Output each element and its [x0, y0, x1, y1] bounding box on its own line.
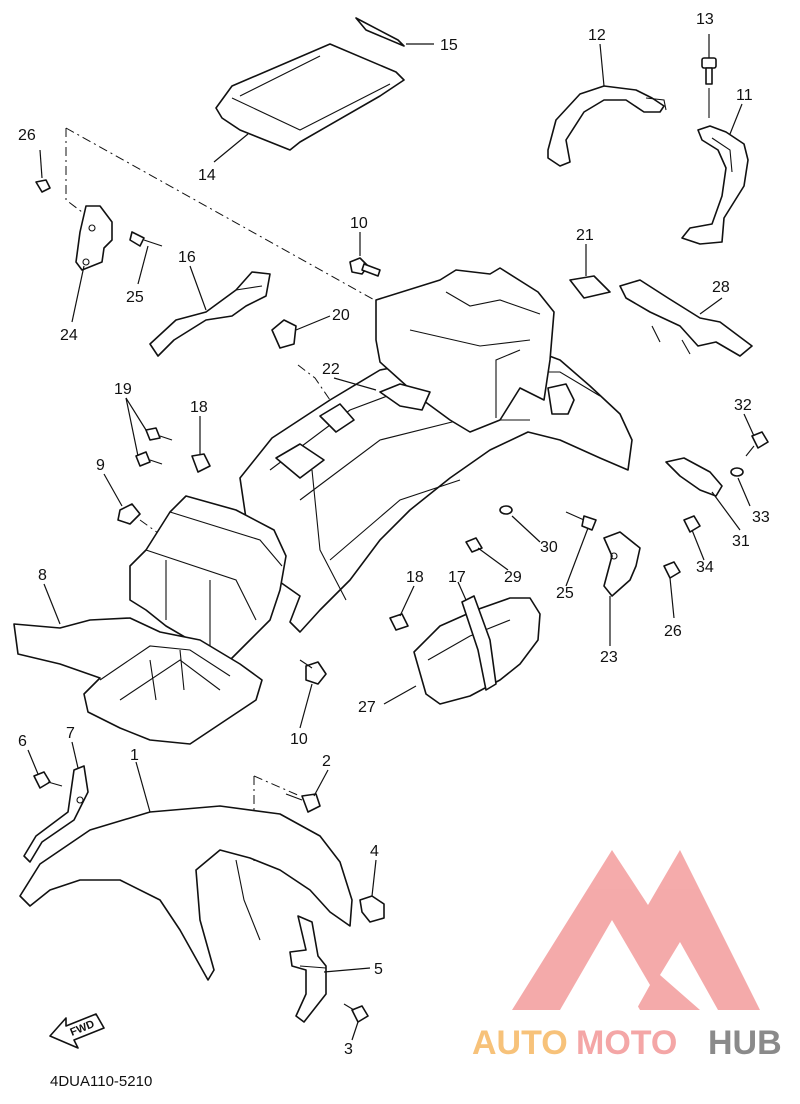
- part-3-bolt: [343, 1003, 369, 1023]
- callout-12: 12: [588, 27, 606, 44]
- part-10-bolt-top: [349, 257, 381, 277]
- watermark-text: AUTO MOTO HUB: [472, 1024, 782, 1062]
- watermark-auto: AUTO: [472, 1024, 568, 1062]
- part-34-nut: [683, 515, 701, 533]
- part-13-bolt: [701, 57, 717, 118]
- part-24-bracket-left: [75, 205, 113, 271]
- callout-1: 1: [130, 747, 139, 764]
- part-33-washer: [730, 467, 744, 477]
- part-14-pad: [215, 43, 405, 151]
- part-15-strip: [355, 17, 405, 47]
- watermark-moto: MOTO: [576, 1024, 677, 1062]
- callout-26-right: 26: [664, 623, 682, 640]
- part-26-nut-right: [663, 561, 681, 579]
- part-6-bolt: [33, 771, 63, 789]
- callout-18-right: 18: [406, 569, 424, 586]
- callout-8: 8: [38, 567, 47, 584]
- callout-33: 33: [752, 509, 770, 526]
- callout-3: 3: [344, 1041, 353, 1058]
- callout-11: 11: [736, 87, 753, 104]
- callout-30: 30: [540, 539, 558, 556]
- part-12-grab-handle: [547, 85, 667, 167]
- part-11-rear-handle: [681, 125, 749, 245]
- part-17-band: [461, 595, 497, 691]
- part-28-bracket: [619, 279, 753, 357]
- part-18-grommet-left: [191, 453, 211, 473]
- callout-5: 5: [374, 961, 383, 978]
- part-20-clip: [271, 319, 297, 349]
- leader-lines: [27, 34, 755, 1041]
- callout-2: 2: [322, 753, 331, 770]
- part-23-bracket-right: [603, 531, 641, 597]
- part-5-bracket: [289, 915, 327, 1023]
- part-4-collar: [359, 895, 385, 923]
- part-18-grommet-right: [389, 613, 409, 631]
- callout-23: 23: [600, 649, 618, 666]
- callouts: 15 14 13 12 11 26 25 24 16 10 20 21 28 2…: [18, 11, 770, 1058]
- callout-25-right: 25: [556, 585, 574, 602]
- callout-7: 7: [66, 725, 75, 742]
- callout-29: 29: [504, 569, 522, 586]
- callout-26-top: 26: [18, 127, 36, 144]
- callout-32: 32: [734, 397, 752, 414]
- watermark-hub: HUB: [708, 1024, 782, 1062]
- callout-28: 28: [712, 279, 730, 296]
- callout-16: 16: [178, 249, 196, 266]
- watermark-logo: [512, 850, 760, 1010]
- part-7-stay: [23, 765, 89, 863]
- part-2-bolt: [285, 793, 321, 813]
- part-25-screw-left: [129, 231, 163, 247]
- callout-10-lower: 10: [290, 731, 308, 748]
- rear-fender-assembly: [239, 267, 633, 633]
- part-19-screws: [135, 427, 173, 467]
- callout-14: 14: [198, 167, 216, 184]
- part-31-bracket: [665, 457, 723, 497]
- part-1-front-fender: [19, 805, 353, 981]
- part-8-undertray: [13, 617, 263, 745]
- battery-box: [129, 495, 287, 661]
- part-10-bolt-lower: [299, 659, 327, 685]
- part-26-nut-left: [35, 179, 51, 193]
- callout-19: 19: [114, 381, 132, 398]
- callout-9: 9: [96, 457, 105, 474]
- part-25-screw-right: [565, 511, 597, 531]
- part-21-pad: [569, 275, 611, 299]
- callout-4: 4: [370, 843, 379, 860]
- callout-24: 24: [60, 327, 78, 344]
- callout-15: 15: [440, 37, 458, 54]
- callout-31: 31: [732, 533, 750, 550]
- callout-20: 20: [332, 307, 350, 324]
- callout-34: 34: [696, 559, 714, 576]
- callout-6: 6: [18, 733, 27, 750]
- part-30-washer: [499, 505, 513, 515]
- callout-18-left: 18: [190, 399, 208, 416]
- callout-21: 21: [576, 227, 594, 244]
- fwd-arrow-icon: FWD: [49, 1013, 105, 1049]
- callout-25-top: 25: [126, 289, 144, 306]
- callout-13: 13: [696, 11, 714, 28]
- callout-22: 22: [322, 361, 340, 378]
- document-code: 4DUA110-5210: [50, 1073, 152, 1090]
- part-32-bolt: [745, 431, 769, 457]
- callout-10-top: 10: [350, 215, 368, 232]
- callout-27: 27: [358, 699, 376, 716]
- part-16-strap: [149, 271, 271, 357]
- part-9-clip: [117, 503, 141, 525]
- callout-17: 17: [448, 569, 466, 586]
